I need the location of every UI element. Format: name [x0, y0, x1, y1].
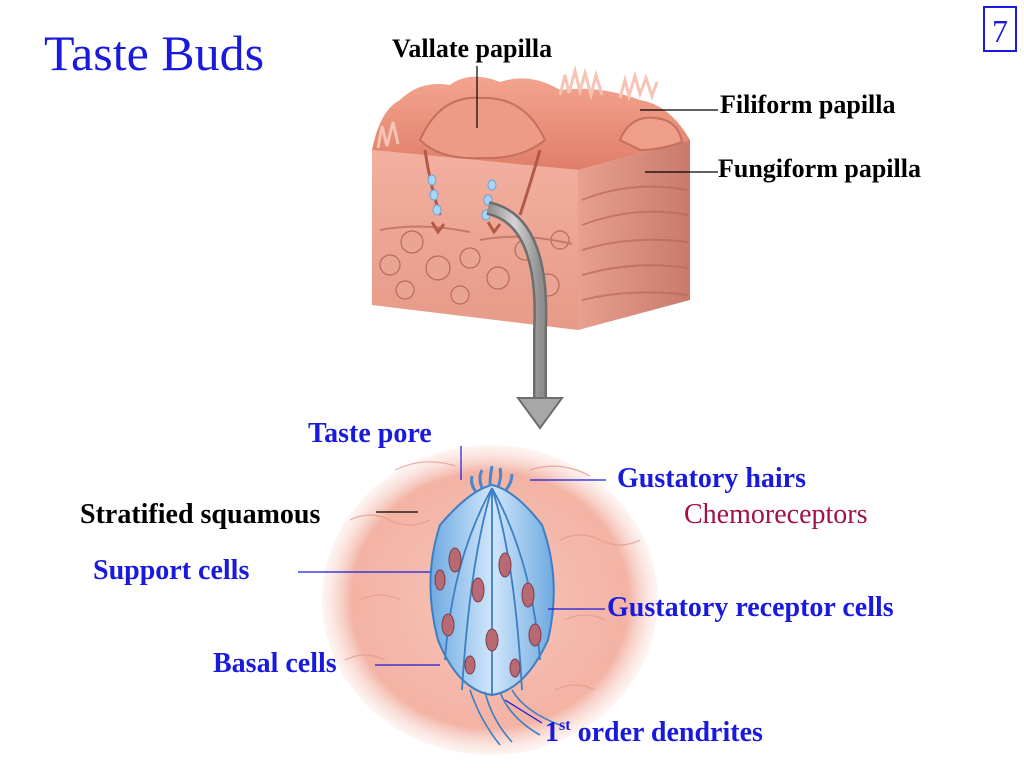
label-taste-pore: Taste pore [308, 418, 432, 449]
label-vallate-papilla: Vallate papilla [392, 34, 553, 63]
blue-leader-lines [298, 446, 606, 724]
taste-bud-closeup [322, 445, 658, 755]
label-gustatory-receptor-cells: Gustatory receptor cells [607, 592, 894, 623]
label-stratified-squamous: Stratified squamous [80, 499, 321, 530]
label-basal-cells: Basal cells [213, 648, 337, 679]
dendrites-superscript: st [559, 717, 571, 734]
label-filiform-papilla: Filiform papilla [720, 90, 896, 119]
dendrites-ordinal: 1 [545, 717, 559, 748]
label-first-order-dendrites: 1st order dendrites [545, 718, 763, 747]
label-support-cells: Support cells [93, 555, 250, 586]
label-fungiform-papilla: Fungiform papilla [718, 154, 921, 183]
page-number: 7 [983, 6, 1017, 52]
black-leader-lines [376, 66, 718, 513]
label-gustatory-hairs: Gustatory hairs [617, 463, 806, 494]
dendrites-rest: order dendrites [570, 717, 763, 748]
slide-title: Taste Buds [44, 25, 265, 81]
label-chemoreceptors: Chemoreceptors [684, 499, 868, 530]
zoom-arrow [486, 201, 564, 430]
tongue-tissue-block [372, 65, 690, 330]
